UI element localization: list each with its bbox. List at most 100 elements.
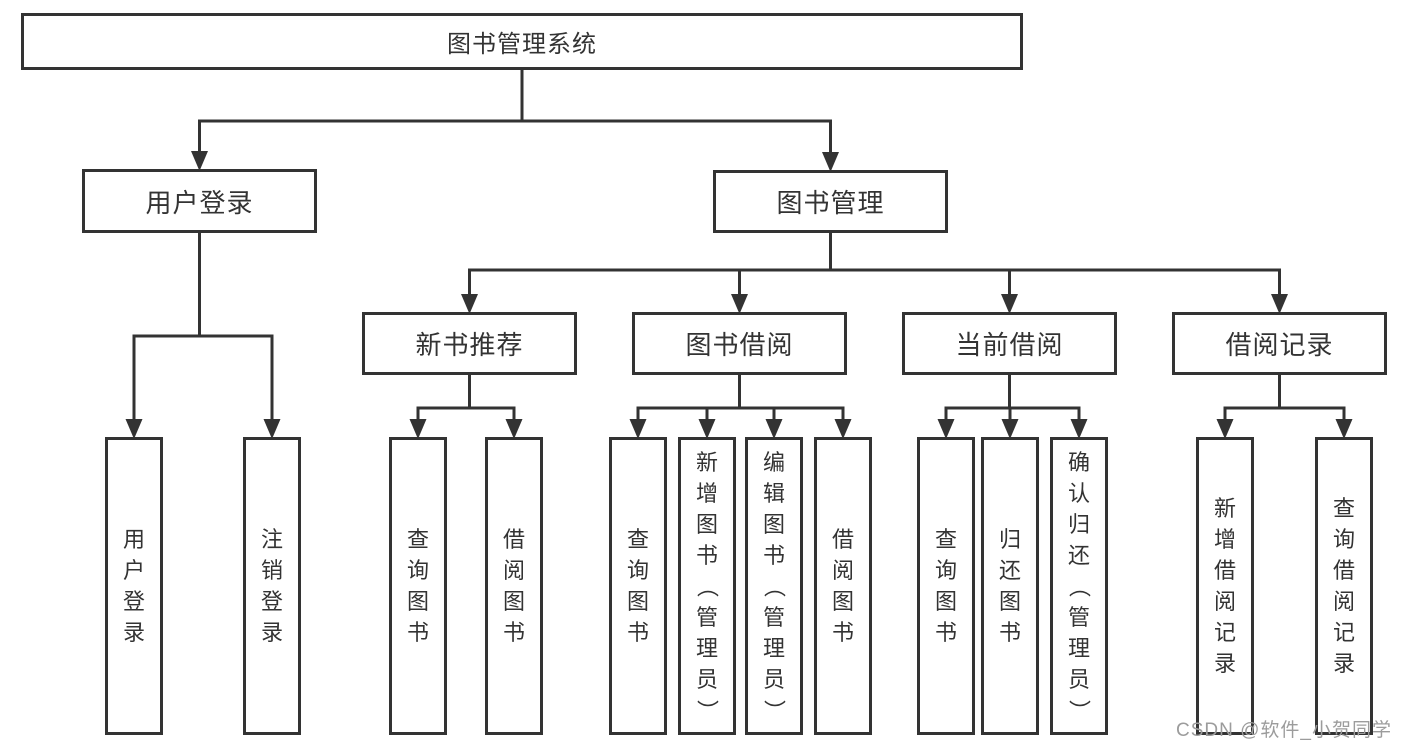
node-label-char: 编	[762, 449, 785, 475]
node-label-char: 图	[626, 589, 649, 614]
arrowhead-icon	[698, 419, 716, 439]
arrowhead-icon	[505, 419, 523, 439]
node-label-char: 归	[1067, 511, 1090, 537]
node-book-borrow: 图书借阅	[632, 312, 847, 375]
node-leaf-bb-borrow: 借阅图书	[814, 437, 872, 735]
node-label-char: 询	[934, 558, 957, 583]
arrowhead-icon	[1335, 419, 1353, 439]
node-leaf-bb-add: 新增图书（管理员）	[678, 437, 736, 735]
node-label-char: 查	[934, 527, 957, 552]
node-label-char: 阅	[831, 558, 854, 583]
node-label-char: 阅	[502, 558, 525, 583]
node-label-char: 录	[122, 620, 145, 645]
arrowhead-icon	[125, 419, 143, 439]
node-label: 新书推荐	[415, 330, 524, 360]
node-label-char: 图	[934, 589, 957, 614]
node-label-char: 借	[1332, 558, 1355, 583]
arrowhead-icon	[191, 151, 208, 171]
arrowhead-icon	[629, 419, 647, 439]
node-label-char: 图	[406, 589, 429, 614]
node-label-char: 阅	[1332, 589, 1355, 614]
node-label-char: 录	[1332, 651, 1355, 676]
node-label-char: 员	[1067, 666, 1090, 692]
node-book-mgmt: 图书管理	[713, 170, 948, 233]
node-label-char: 登	[260, 589, 283, 614]
watermark: CSDN @软件_小贺同学	[1176, 720, 1392, 741]
node-label-char: 询	[626, 558, 649, 583]
node-label-char: 询	[1332, 527, 1355, 552]
arrowhead-icon	[409, 419, 427, 439]
node-label: 图书管理系统	[447, 31, 597, 58]
node-label-char: 书	[762, 542, 785, 568]
node-label-char: 新	[695, 449, 718, 475]
node-label-char: 增	[1213, 527, 1236, 552]
node-label-char: 新	[1213, 496, 1236, 521]
node-label-char: （	[1066, 574, 1092, 598]
node-label-char: 理	[762, 635, 785, 661]
node-leaf-nb-borrow: 借阅图书	[485, 437, 543, 735]
arrowhead-icon	[731, 294, 748, 314]
node-label-char: 书	[502, 620, 525, 645]
node-label-char: 询	[406, 558, 429, 583]
arrowhead-icon	[937, 419, 955, 439]
node-leaf-nb-query: 查询图书	[389, 437, 447, 735]
node-label-char: 图	[695, 511, 718, 537]
arrowhead-icon	[1001, 419, 1019, 439]
node-label-char: 录	[1213, 651, 1236, 676]
node-label-char: ）	[761, 698, 787, 722]
node-label: 借阅记录	[1225, 330, 1334, 360]
node-label-char: 管	[762, 604, 785, 630]
node-label-char: 书	[998, 620, 1021, 645]
node-label-char: 查	[626, 527, 649, 552]
node-label-char: 记	[1332, 620, 1355, 645]
node-label-char: 认	[1067, 480, 1090, 506]
node-label-char: 注	[260, 527, 283, 552]
node-label-char: （	[761, 574, 787, 598]
node-label-char: 理	[1067, 635, 1090, 661]
node-label-char: 书	[831, 620, 854, 645]
node-label-char: 户	[122, 558, 145, 583]
node-borrow-records: 借阅记录	[1172, 312, 1387, 375]
node-label-char: ）	[1066, 698, 1092, 722]
node-leaf-cb-confirm: 确认归还（管理员）	[1050, 437, 1108, 735]
node-label-char: 图	[502, 589, 525, 614]
node-label-char: 还	[998, 558, 1021, 583]
node-label-char: 查	[406, 527, 429, 552]
node-leaf-bb-query: 查询图书	[609, 437, 667, 735]
node-current-borrow: 当前借阅	[902, 312, 1117, 375]
node-leaf-br-add: 新增借阅记录	[1196, 437, 1254, 735]
node-label-char: 书	[626, 620, 649, 645]
node-label-char: 销	[260, 558, 283, 583]
node-label-char: 书	[695, 542, 718, 568]
arrowhead-icon	[1216, 419, 1234, 439]
arrowhead-icon	[263, 419, 281, 439]
node-label-char: ）	[694, 698, 720, 722]
node-leaf-user-login: 用户登录	[105, 437, 163, 735]
arrowhead-icon	[765, 419, 783, 439]
node-label-char: 理	[695, 635, 718, 661]
node-label-char: 借	[1213, 558, 1236, 583]
node-label-char: 书	[934, 620, 957, 645]
node-label-char: 管	[695, 604, 718, 630]
node-label: 图书借阅	[685, 330, 794, 360]
node-label-char: 增	[695, 480, 718, 506]
node-label-char: 辑	[762, 480, 785, 506]
node-leaf-cb-return: 归还图书	[981, 437, 1039, 735]
node-user-login: 用户登录	[82, 169, 317, 233]
arrowhead-icon	[822, 152, 839, 172]
node-label-char: 借	[502, 527, 525, 552]
node-root: 图书管理系统	[21, 13, 1023, 70]
node-new-book-rec: 新书推荐	[362, 312, 577, 375]
node-label-char: 登	[122, 589, 145, 614]
node-label-char: 员	[762, 666, 785, 692]
node-label: 用户登录	[145, 187, 254, 218]
arrowhead-icon	[1271, 294, 1288, 314]
arrowhead-icon	[1070, 419, 1088, 439]
node-label-char: 确	[1067, 449, 1090, 475]
node-label-char: 记	[1213, 620, 1236, 645]
node-label-char: 图	[998, 589, 1021, 614]
node-label-char: 录	[260, 620, 283, 645]
node-label-char: （	[694, 574, 720, 598]
